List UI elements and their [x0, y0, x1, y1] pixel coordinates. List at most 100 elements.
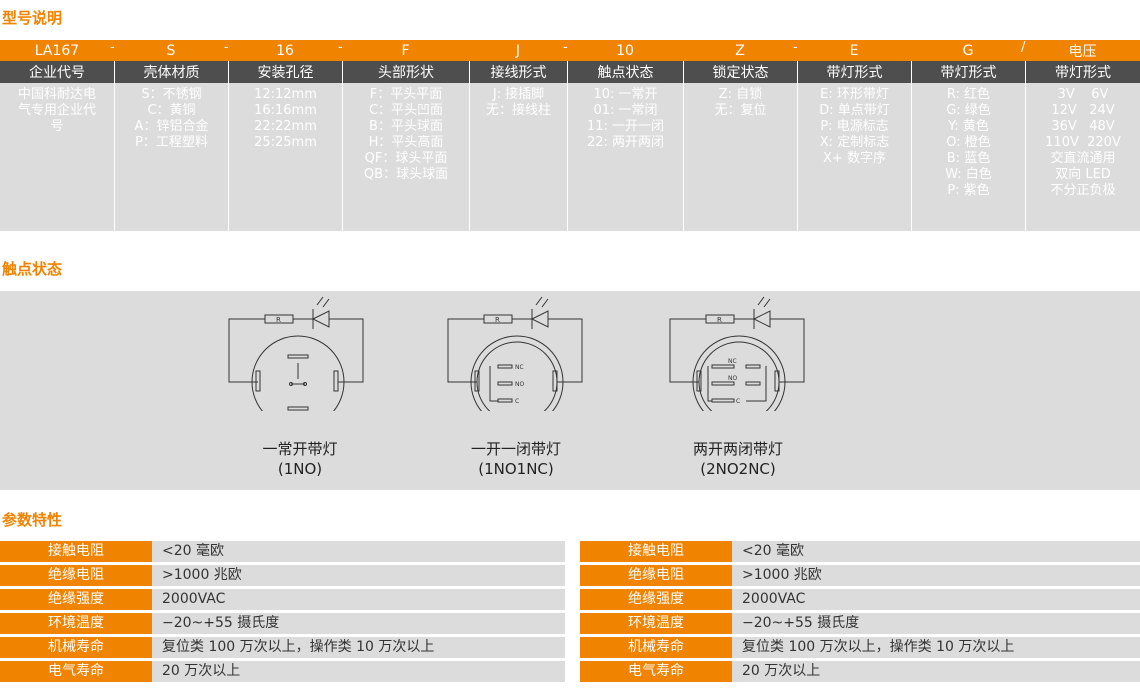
- wiring-2no2nc-icon: NC NO C R: [669, 296, 805, 411]
- contact-diagrams: R 一常开带灯(1NO): [0, 291, 1140, 490]
- spec-row: 环境温度−20~+55 摄氏度: [580, 613, 1140, 634]
- diagram-label: 两开两闭带灯(2NO2NC): [692, 440, 783, 478]
- spec-value: 复位类 100 万次以上，操作类 10 万次以上: [152, 637, 565, 658]
- spec-value: 20 万次以上: [732, 661, 1140, 682]
- column-header: 壳体材质: [114, 61, 228, 83]
- svg-text:R: R: [495, 316, 500, 324]
- svg-text:C: C: [515, 398, 519, 405]
- spec-row: 绝缘电阻>1000 兆欧: [580, 565, 1140, 586]
- column-header: 带灯形式: [1025, 61, 1140, 83]
- spec-label: 环境温度: [0, 613, 152, 634]
- spec-row: 绝缘电阻>1000 兆欧: [0, 565, 565, 586]
- spec-label: 接触电阻: [0, 541, 152, 562]
- switch-body-icon: [251, 335, 345, 411]
- column-header: 企业代号: [29, 65, 85, 81]
- spec-label: 接触电阻: [580, 541, 732, 562]
- svg-text:R: R: [276, 316, 281, 324]
- column-header: 触点状态: [567, 61, 683, 83]
- code-cell: -E: [793, 40, 859, 59]
- spec-value: 2000VAC: [732, 589, 1140, 610]
- code-cell: J: [515, 42, 521, 59]
- column-header: 带灯形式: [911, 61, 1025, 83]
- contacts-section-title: 触点状态: [2, 260, 63, 278]
- diagram-2no2nc: NC NO C R 两开两闭带灯(2NO2NC): [666, 291, 816, 490]
- spec-value: −20~+55 摄氏度: [732, 613, 1140, 634]
- column-header: 带灯形式: [797, 61, 911, 83]
- code-cell: /电压: [1021, 40, 1097, 60]
- spec-value: >1000 兆欧: [732, 565, 1140, 586]
- spec-label: 绝缘强度: [580, 589, 732, 610]
- led-icon: [752, 310, 771, 328]
- spec-value: <20 毫欧: [732, 541, 1140, 562]
- spec-row: 接触电阻<20 毫欧: [0, 541, 565, 562]
- code-cell: -S: [110, 40, 176, 59]
- model-section-title: 型号说明: [2, 9, 63, 27]
- spec-value: >1000 兆欧: [152, 565, 565, 586]
- svg-text:NC: NC: [515, 364, 524, 371]
- model-header-row: 企业代号 壳体材质 安装孔径 头部形状 接线形式 触点状态 锁定状态 带灯形式 …: [0, 61, 1140, 83]
- switch-body-icon: [470, 335, 564, 411]
- spec-row: 机械寿命复位类 100 万次以上，操作类 10 万次以上: [0, 637, 565, 658]
- svg-text:C: C: [736, 398, 740, 405]
- code-cell: G: [962, 42, 974, 59]
- column-header: 接线形式: [469, 61, 567, 83]
- spec-row: 环境温度−20~+55 摄氏度: [0, 613, 565, 634]
- spec-label: 绝缘电阻: [0, 565, 152, 586]
- code-cell: -10: [563, 40, 634, 59]
- company-code-cell: 中国科耐达电气专用企业代号: [17, 87, 96, 134]
- spec-label: 电气寿命: [580, 661, 732, 682]
- params-section-title: 参数特性: [2, 511, 63, 529]
- svg-text:NC: NC: [728, 358, 737, 365]
- spec-value: <20 毫欧: [152, 541, 565, 562]
- diagram-label: 一常开带灯(1NO): [262, 440, 338, 478]
- spec-label: 绝缘电阻: [580, 565, 732, 586]
- code-cell: LA167: [34, 42, 80, 59]
- svg-text:NO: NO: [515, 381, 524, 388]
- diagram-1no1nc: R NC NO C 一开一闭带灯(1NO1NC): [444, 291, 594, 490]
- code-cell: -16: [224, 40, 294, 59]
- spec-value: −20~+55 摄氏度: [152, 613, 565, 634]
- wiring-cell: J: 接插脚无：接线柱: [469, 83, 567, 231]
- led-icon: [311, 310, 330, 328]
- column-header: 头部形状: [342, 61, 469, 83]
- lock-state-cell: Z: 自锁无：复位: [683, 83, 797, 231]
- spec-row: 机械寿命复位类 100 万次以上，操作类 10 万次以上: [580, 637, 1140, 658]
- switch-body-icon: [692, 335, 786, 411]
- wiring-1no1nc-icon: R NC NO C: [447, 296, 583, 411]
- code-cell: Z: [735, 42, 745, 59]
- spec-value: 2000VAC: [152, 589, 565, 610]
- svg-text:NO: NO: [728, 375, 737, 382]
- led-icon: [530, 310, 549, 328]
- column-header: 锁定状态: [683, 61, 797, 83]
- spec-value: 复位类 100 万次以上，操作类 10 万次以上: [732, 637, 1140, 658]
- code-cell: -F: [338, 40, 410, 59]
- spec-value: 20 万次以上: [152, 661, 565, 682]
- column-header: 安装孔径: [228, 61, 342, 83]
- diagram-label: 一开一闭带灯(1NO1NC): [470, 440, 561, 478]
- model-code-row: LA167 -S -16 -F J -10 Z -E G /电压: [0, 40, 1140, 61]
- spec-label: 电气寿命: [0, 661, 152, 682]
- spec-label: 环境温度: [580, 613, 732, 634]
- wiring-1no-icon: R: [228, 296, 364, 411]
- model-table: LA167 -S -16 -F J -10 Z -E G /电压 企业代号 壳体…: [0, 40, 1140, 231]
- spec-label: 机械寿命: [0, 637, 152, 658]
- spec-label: 机械寿命: [580, 637, 732, 658]
- svg-text:R: R: [717, 316, 722, 324]
- diagram-1no: R 一常开带灯(1NO): [225, 291, 375, 490]
- spec-row: 接触电阻<20 毫欧: [580, 541, 1140, 562]
- spec-label: 绝缘强度: [0, 589, 152, 610]
